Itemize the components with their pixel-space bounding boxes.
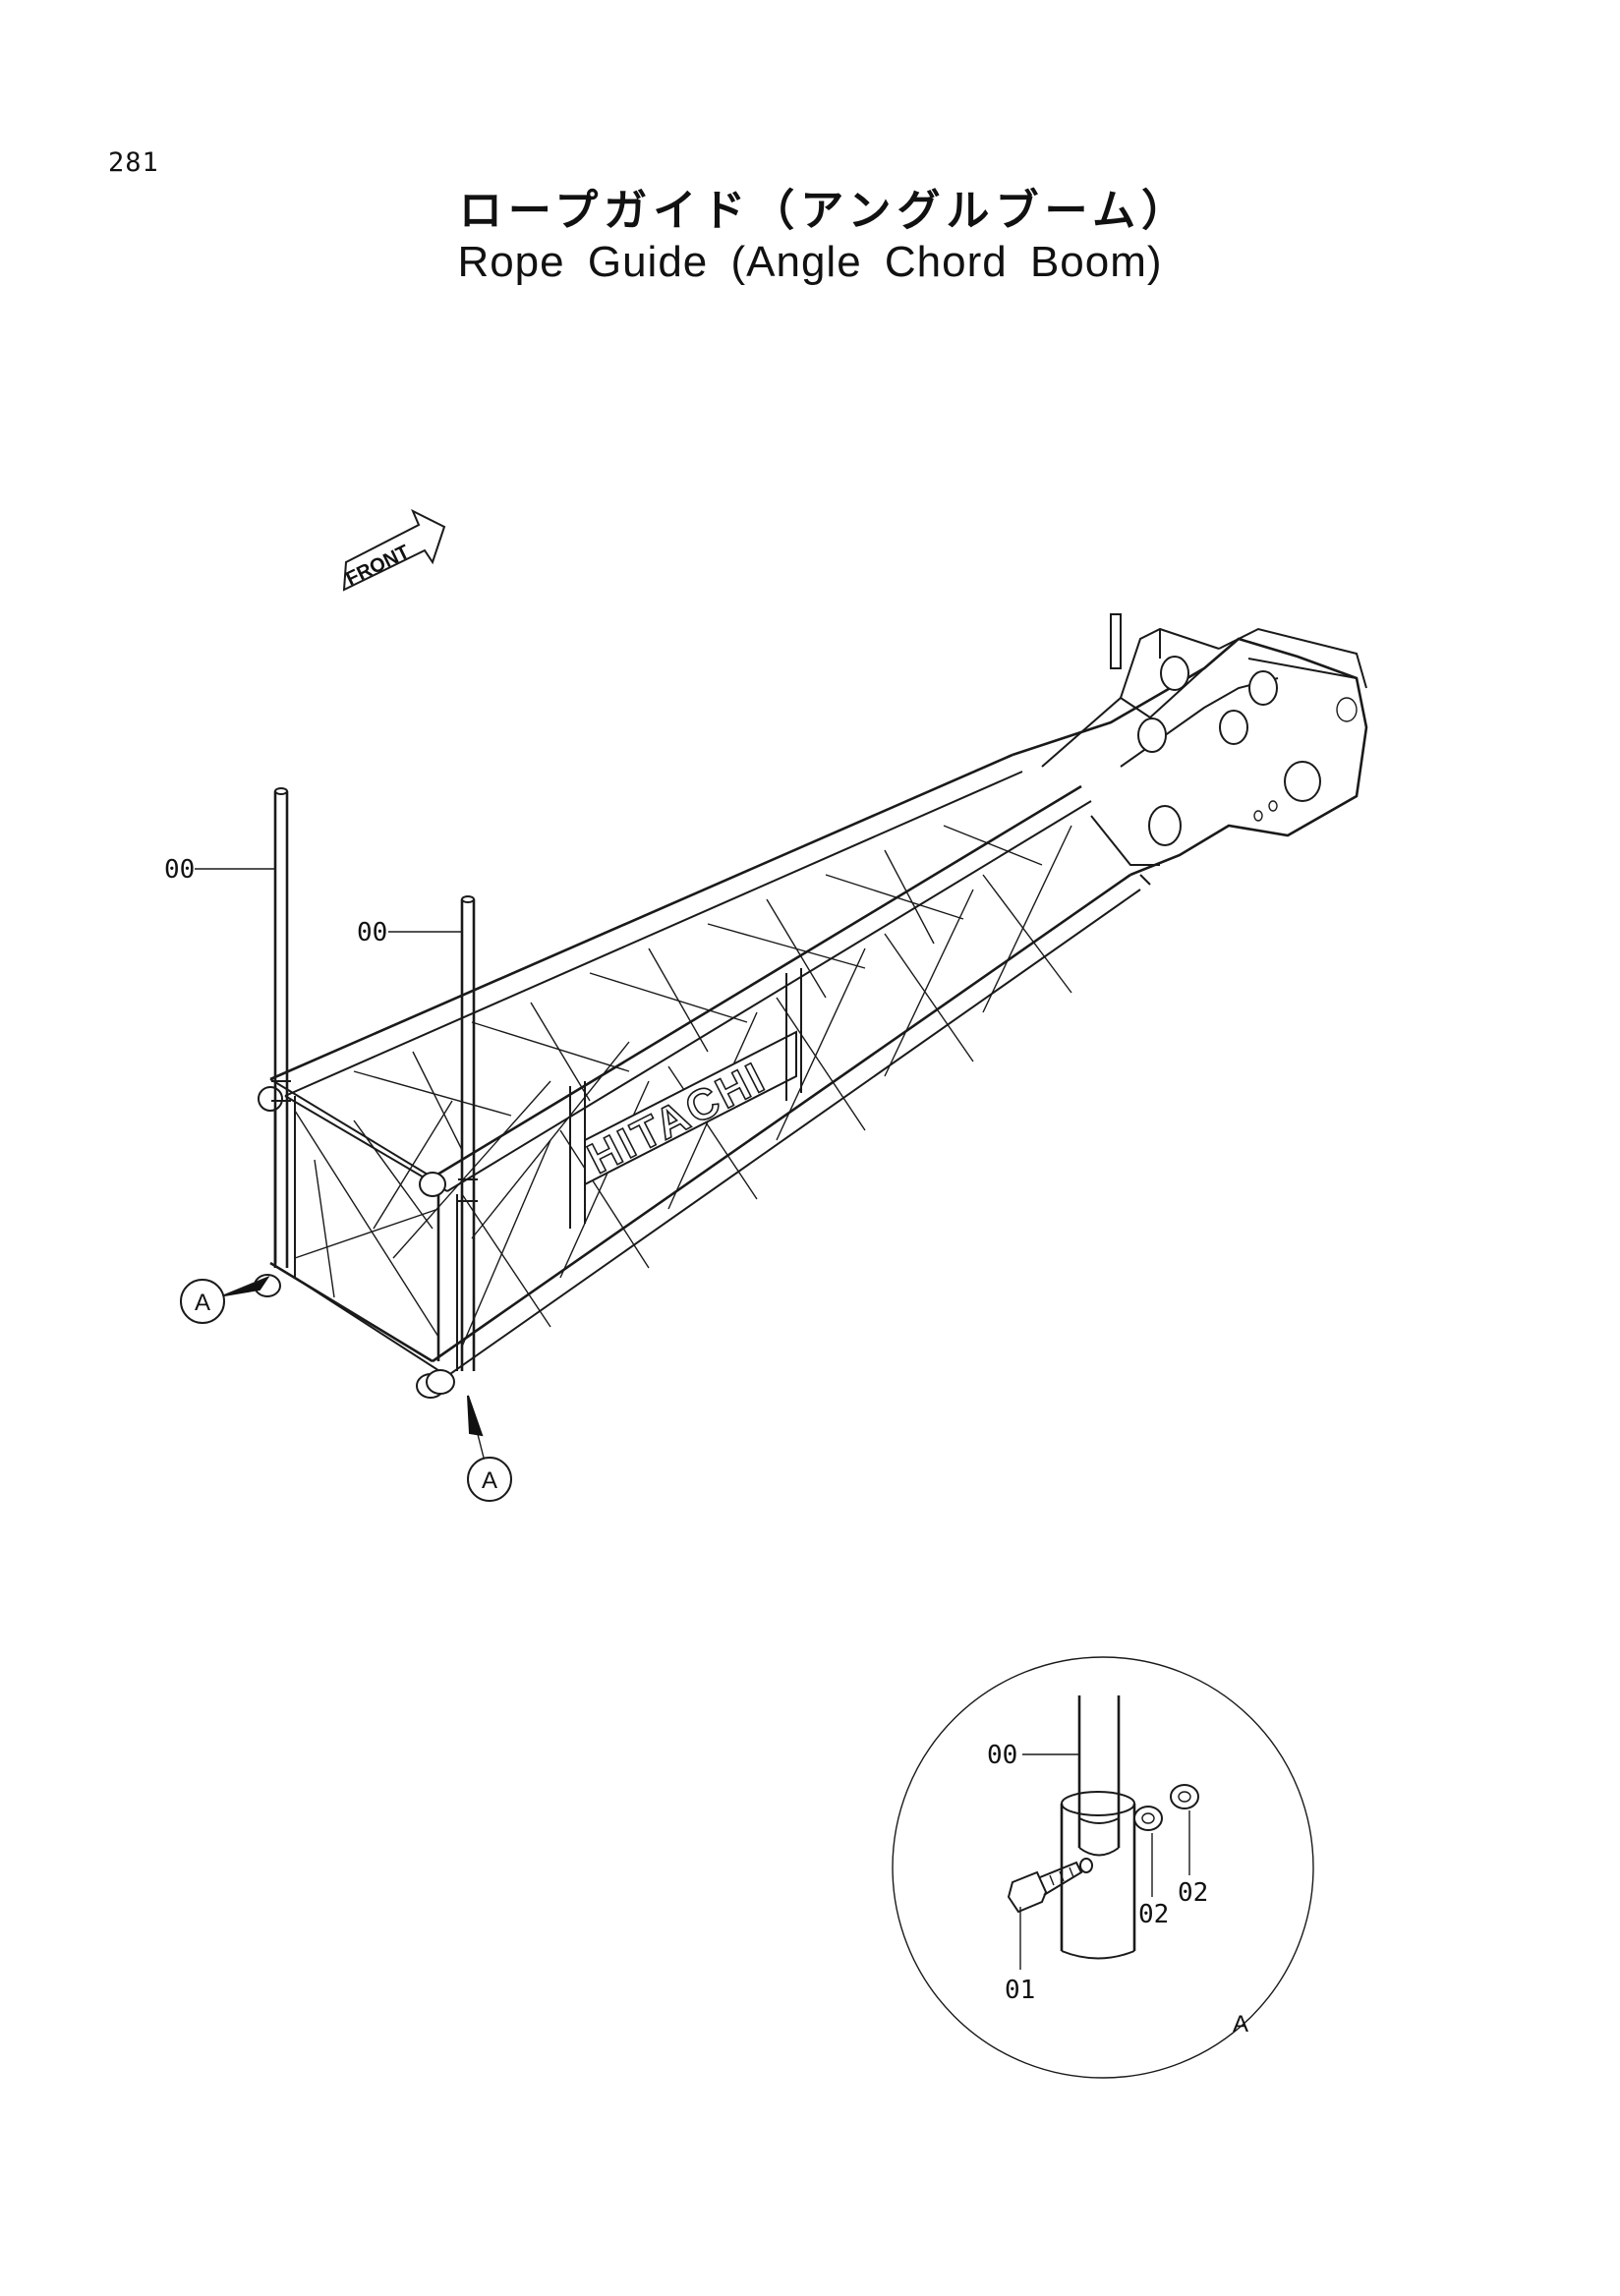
detail-view-a: [892, 1656, 1314, 2079]
rope-guide-rod-right: [458, 895, 478, 1371]
view-ref-arrow-bottom-icon: [467, 1395, 484, 1437]
callout-00-left-rod: 00: [164, 855, 195, 885]
hitachi-nameplate: HITACHI: [580, 1053, 774, 1183]
rope-guide-rod-left: [271, 787, 291, 1268]
front-label: FRONT: [343, 542, 414, 591]
boom-structure: HITACHI: [254, 613, 1368, 1399]
page-title-japanese: ロープガイド（アングルブーム）: [458, 186, 1191, 236]
front-arrow-icon: FRONT: [343, 508, 446, 592]
callout-01-bolt: 01: [1005, 1976, 1035, 2005]
view-ref-a-bottom: A: [482, 1467, 497, 1494]
callout-00-detail: 00: [987, 1741, 1017, 1770]
view-ref-circle-left: [180, 1279, 225, 1324]
view-ref-a-left: A: [195, 1290, 210, 1316]
callout-02-nut-b: 02: [1178, 1878, 1208, 1908]
page-title-english: Rope Guide (Angle Chord Boom): [457, 238, 1163, 286]
callout-00-right-rod: 00: [357, 918, 387, 947]
callout-02-nut-a: 02: [1138, 1900, 1169, 1929]
detail-view-tag: A: [1233, 2011, 1248, 2038]
page-number: 281: [108, 147, 159, 178]
view-ref-circle-bottom: [467, 1457, 512, 1502]
